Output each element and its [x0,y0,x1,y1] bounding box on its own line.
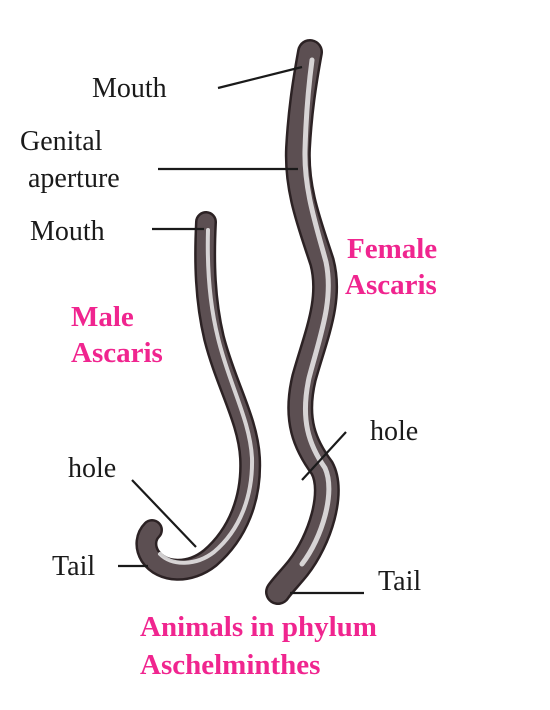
female-hole-label: hole [370,416,418,447]
female-ascaris-title-line2: Ascaris [345,269,437,301]
female-worm-highlight [299,57,332,567]
genital-aperture-label-line1: Genital [20,126,103,157]
leader-female-mouth [217,65,303,90]
female-worm-body [267,41,338,603]
female-tail-label: Tail [378,566,421,597]
female-ascaris-title-line1: Female [347,233,437,265]
female-worm [265,39,340,605]
male-mouth-label: Mouth [30,216,105,247]
male-tail-label: Tail [52,551,95,582]
male-ascaris-title-line2: Ascaris [71,337,163,369]
male-worm [135,211,262,581]
caption-line2: Aschelminthes [140,649,320,681]
genital-aperture-label-line2: aperture [28,163,120,194]
caption-line1: Animals in phylum [140,611,377,643]
leader-male-hole [131,479,197,548]
female-mouth-label: Mouth [92,73,167,104]
male-worm-highlight [158,228,255,565]
leader-female-hole [301,431,347,481]
male-ascaris-title-line1: Male [71,301,134,333]
male-hole-label: hole [68,453,116,484]
